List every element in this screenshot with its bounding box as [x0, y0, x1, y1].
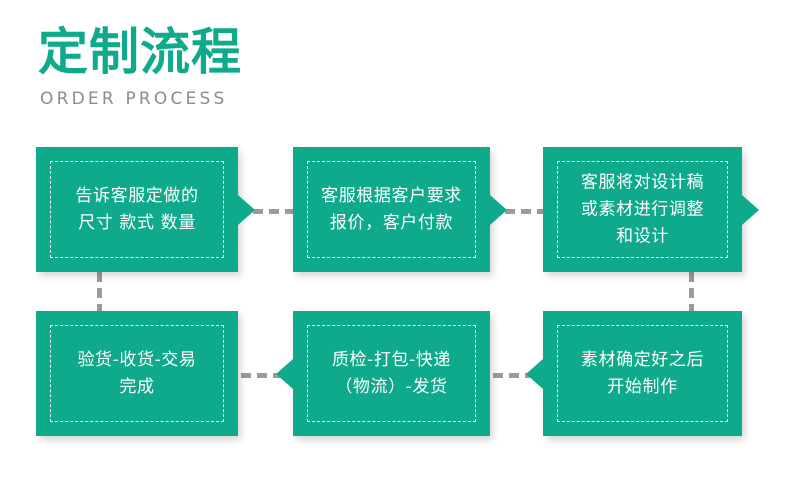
inner-dashed-border-5 — [307, 325, 476, 422]
connector-step5-step6 — [241, 373, 283, 378]
arrow-right-icon-1 — [238, 194, 255, 225]
connector-step6-terminus — [97, 272, 102, 314]
arrow-right-icon-3 — [742, 194, 759, 225]
flow-step-6-label: 验货-收货-交易 完成 — [77, 349, 197, 397]
flow-step-1[interactable]: 告诉客服定做的 尺寸 款式 数量 — [36, 147, 255, 272]
page-subtitle: ORDER PROCESS — [40, 89, 228, 109]
flow-step-5-label: 质检-打包-快递 （物流）-发货 — [331, 349, 452, 397]
flow-step-2-label: 客服根据客户要求 报价，客户付款 — [321, 185, 462, 233]
arrow-left-icon-4 — [526, 358, 543, 389]
inner-dashed-border-6 — [50, 325, 224, 422]
flow-step-1-label: 告诉客服定做的 尺寸 款式 数量 — [75, 185, 199, 233]
inner-dashed-border-1 — [50, 161, 224, 258]
inner-dashed-border-2 — [307, 161, 476, 258]
inner-dashed-border-4 — [557, 325, 728, 422]
page-title: 定制流程 — [38, 23, 242, 81]
flow-step-3[interactable]: 客服将对设计稿 或素材进行调整 和设计 — [543, 147, 759, 272]
arrow-right-icon-2 — [490, 194, 507, 225]
flow-step-5[interactable]: 质检-打包-快递 （物流）-发货 — [276, 311, 490, 436]
connector-step1-step2 — [253, 209, 295, 214]
connector-step3-step4 — [689, 272, 694, 314]
arrow-left-icon-5 — [276, 358, 293, 389]
flow-step-3-label: 客服将对设计稿 或素材进行调整 和设计 — [580, 172, 705, 246]
flow-step-4-label: 素材确定好之后 开始制作 — [580, 349, 705, 397]
flow-step-4[interactable]: 素材确定好之后 开始制作 — [526, 311, 742, 436]
inner-dashed-border-3 — [557, 161, 728, 258]
flow-step-6[interactable]: 验货-收货-交易 完成 — [36, 311, 238, 436]
flow-step-2[interactable]: 客服根据客户要求 报价，客户付款 — [293, 147, 507, 272]
connector-step4-step5 — [493, 373, 535, 378]
connector-step2-step3 — [505, 209, 547, 214]
page-header: 定制流程 ORDER PROCESS — [38, 22, 438, 110]
